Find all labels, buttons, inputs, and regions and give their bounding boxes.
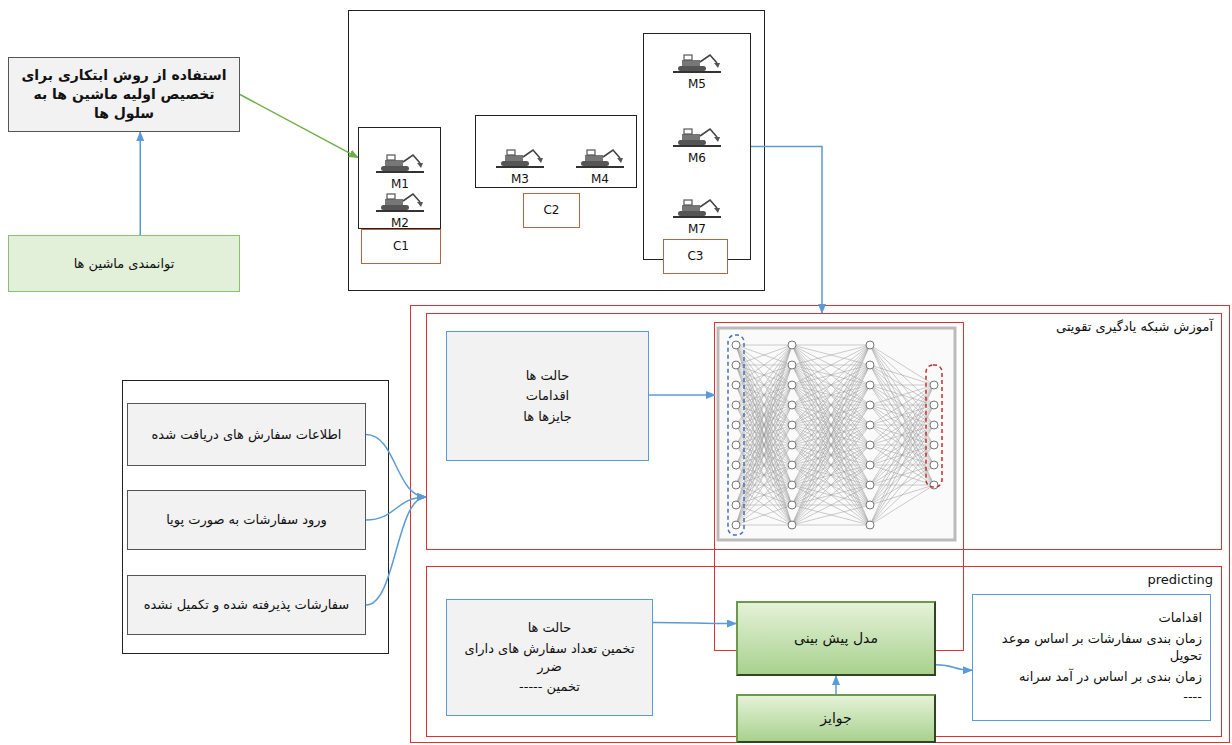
model-box: مدل پیش بینی: [736, 601, 936, 676]
machine-icon: [376, 194, 424, 211]
text-stack: C3: [664, 244, 727, 268]
cell-box: M1M2: [358, 127, 441, 229]
box-text: اقدامات: [455, 387, 640, 405]
process-box: استفاده از روش ابتکاری برای تخصیص اولیه …: [8, 57, 240, 132]
state-box: حالت ها تخمین تعداد سفارش های دارای ضرر تخ…: [446, 599, 653, 716]
flow-arrow: [366, 497, 426, 605]
text-stack: مدل پیش بینی: [738, 625, 934, 652]
box-text: توانمندی ماشین ها: [17, 255, 231, 273]
flow-arrow: [139, 132, 141, 235]
box-text: استفاده از روش ابتکاری برای تخصیص اولیه …: [17, 66, 231, 123]
box-text: جوایز: [746, 709, 926, 728]
input-group-frame: [123, 381, 389, 654]
box-text: تخمین تعداد سفارش های دارای ضرر: [455, 640, 644, 675]
cell-label: C1: [361, 229, 441, 264]
flow-arrow: [240, 95, 358, 158]
box-text: سفارشات پذیرفته شده و تکمیل نشده: [136, 596, 357, 614]
machine-icon: [673, 129, 721, 146]
machine-label: M5: [688, 76, 706, 92]
machine-label: M6: [688, 150, 706, 166]
box-text: حالت ها: [455, 367, 640, 385]
box-text: تخمین -----: [455, 678, 644, 696]
flow-arrow: [366, 435, 426, 498]
action-box: اقدامات زمان بندی سفارشات بر اساس موعد تح…: [972, 594, 1211, 721]
text-stack: سفارشات پذیرفته شده و تکمیل نشده: [128, 592, 365, 618]
text-stack: اقدامات زمان بندی سفارشات بر اساس موعد تح…: [973, 605, 1210, 710]
cell-box: M3 M4: [475, 115, 637, 188]
cell-box: M5M6M7C3: [643, 33, 751, 260]
network-frame: [718, 328, 955, 540]
machine-label: M1: [391, 176, 409, 192]
input-box: توانمندی ماشین ها: [8, 235, 240, 292]
flow-arrow: [653, 622, 736, 623]
flow-arrow: [751, 147, 822, 314]
box-text: زمان بندی بر اساس در آمد سرانه: [981, 668, 1202, 686]
text-stack: اطلاعات سفارش های دریافت شده: [128, 422, 365, 448]
output-layer-outline: [926, 365, 942, 487]
panel-box: آموزش شبکه یادگیری تقویتی حالت ها اقدامات ج…: [426, 313, 1222, 550]
machine-label: M3: [511, 171, 529, 187]
input-box: اطلاعات سفارش های دریافت شده: [127, 403, 366, 466]
cell-label: C3: [663, 239, 728, 274]
flow-arrow: [936, 665, 972, 670]
box-text: ورود سفارشات به صورت پویا: [136, 511, 357, 529]
box-text: اطلاعات سفارش های دریافت شده: [136, 426, 357, 444]
cell-label: C2: [523, 193, 580, 228]
input-box: سفارشات پذیرفته شده و تکمیل نشده: [127, 575, 366, 635]
text-stack: ورود سفارشات به صورت پویا: [128, 507, 365, 533]
box-text: مدل پیش بینی: [746, 629, 926, 648]
cell-frame: [349, 11, 765, 291]
machine-label: M7: [688, 221, 706, 237]
learning-frame: [411, 306, 1230, 743]
panel-box: predicting حالت ها تخمین تعداد سفارش های د…: [426, 566, 1222, 737]
input-box: ورود سفارشات به صورت پویا: [127, 490, 366, 550]
box-text: C2: [532, 202, 571, 218]
box-text: زمان بندی سفارشات بر اساس موعد تحویل: [981, 630, 1202, 665]
box-text: C1: [370, 238, 432, 254]
box-text: حالت ها: [455, 619, 644, 637]
box-text: ----: [981, 688, 1202, 706]
text-stack: C2: [524, 198, 579, 222]
input-layer-outline: [728, 335, 744, 535]
state-box: حالت ها اقدامات جایزها ها: [446, 331, 649, 461]
neural-network: [732, 341, 938, 529]
box-text: جایزها ها: [455, 408, 640, 426]
text-stack: استفاده از روش ابتکاری برای تخصیص اولیه …: [9, 62, 239, 127]
text-stack: توانمندی ماشین ها: [9, 251, 239, 277]
machine-icon: [576, 150, 624, 167]
reward-box: جوایز: [736, 694, 936, 743]
box-text: اقدامات: [981, 609, 1202, 627]
flow-arrow: [835, 676, 837, 694]
machine-icon: [673, 200, 721, 217]
panel-heading: آموزش شبکه یادگیری تقویتی: [1056, 318, 1213, 336]
machine-icon: [376, 155, 424, 172]
box-text: C3: [672, 248, 719, 264]
panel-heading: predicting: [1147, 571, 1213, 589]
machine-icon: [496, 150, 544, 167]
input-arrow: [648, 394, 715, 396]
text-stack: C1: [362, 234, 440, 258]
text-stack: حالت ها اقدامات جایزها ها: [447, 363, 648, 430]
machine-label: M4: [591, 171, 609, 187]
text-stack: حالت ها تخمین تعداد سفارش های دارای ضرر تخ…: [447, 615, 652, 699]
machine-icon: [673, 55, 721, 72]
text-stack: جوایز: [738, 705, 934, 732]
